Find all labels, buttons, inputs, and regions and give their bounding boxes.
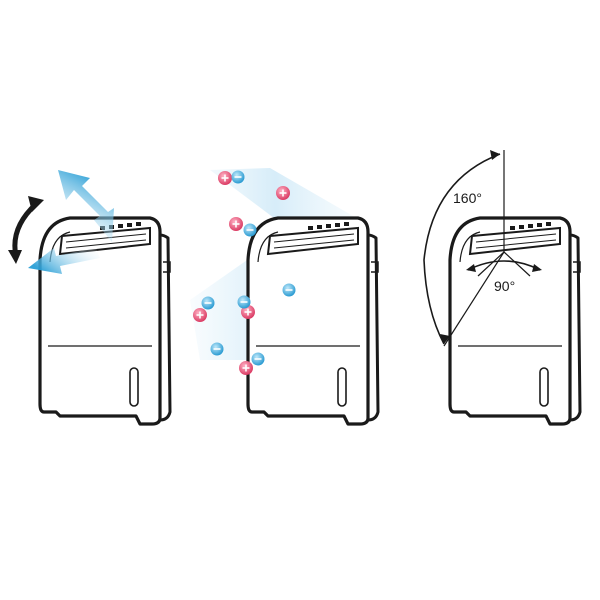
negative-ion-icon [231, 170, 245, 184]
panel-angles: 160° 90° [423, 150, 582, 426]
purifier-unit-3 [448, 216, 582, 426]
positive-ion-icon [239, 361, 253, 375]
tilt-line [443, 251, 505, 347]
positive-ion-icon [241, 305, 255, 319]
negative-ion-icon [282, 283, 296, 297]
purifier-unit-1 [38, 216, 172, 426]
positive-ion-icon [229, 217, 243, 231]
positive-ion-icon [276, 186, 290, 200]
angle-arc-160 [423, 150, 501, 345]
negative-ion-icon [243, 223, 257, 237]
negative-ion-icon [237, 295, 251, 309]
angle-label-90: 90° [494, 278, 515, 294]
purifier-unit-2 [246, 216, 380, 426]
ion-layer [193, 170, 296, 375]
panel-swing [8, 170, 172, 426]
positive-ion-icon [218, 171, 232, 185]
airflow-down-arrow-icon [28, 248, 100, 274]
positive-ion-icon [193, 308, 207, 322]
angle-label-160: 160° [453, 190, 482, 206]
swing-arrow-icon [8, 196, 44, 264]
airflow-up-arrow-icon [58, 170, 114, 242]
negative-ion-icon [251, 352, 265, 366]
negative-ion-icon [201, 296, 215, 310]
angle-arc-90 [466, 251, 542, 277]
negative-ion-icon [210, 342, 224, 356]
panel-ions [190, 168, 380, 426]
